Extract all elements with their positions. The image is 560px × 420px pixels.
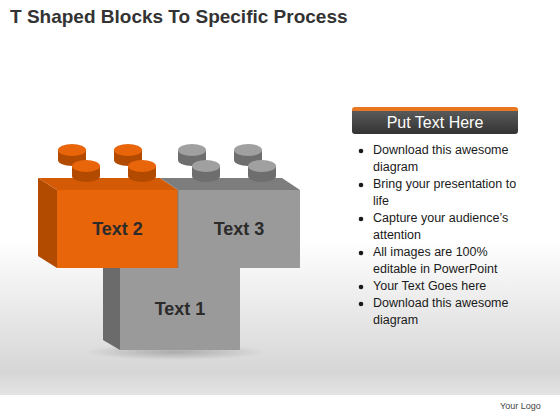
bullet-dot	[359, 183, 364, 188]
block-front	[57, 190, 178, 268]
bullet-text: Download this awesome diagram	[373, 295, 523, 329]
stud	[72, 160, 100, 182]
process-block: Text 3	[178, 190, 300, 268]
bullet-dot	[359, 302, 364, 307]
bullet-dot	[359, 149, 364, 154]
stud	[128, 160, 156, 182]
block-label: Text 3	[214, 219, 265, 240]
bullet-dot	[359, 217, 364, 222]
block-seam	[178, 190, 179, 268]
stud	[192, 160, 220, 182]
bullet-text: Download this awesome diagram	[373, 142, 523, 176]
block-side	[38, 178, 57, 268]
header-text: Put Text Here	[387, 114, 484, 132]
block-label: Text 1	[155, 299, 206, 320]
block-front	[120, 268, 240, 350]
block-label: Text 2	[92, 219, 143, 240]
block-side	[103, 258, 120, 350]
bullet-text: Bring your presentation to life	[373, 176, 523, 210]
stud	[248, 160, 276, 182]
process-block: Text 1	[120, 268, 240, 350]
bullet-dot	[359, 251, 364, 256]
bullet-text: Your Text Goes here	[373, 278, 523, 295]
bullet-text: All images are 100% editable in PowerPoi…	[373, 244, 523, 278]
diagram-title: T Shaped Blocks To Specific Process	[10, 6, 348, 28]
logo-placeholder: Your Logo	[500, 398, 560, 415]
header-bar: Put Text Here	[352, 107, 518, 134]
block-top	[38, 178, 178, 190]
block-front	[178, 190, 300, 268]
block-top	[160, 178, 300, 190]
process-block: Text 2	[57, 190, 178, 268]
bullet-text: Capture your audience’s attention	[373, 210, 523, 244]
block-studs	[58, 144, 276, 182]
bullet-dot	[359, 285, 364, 290]
